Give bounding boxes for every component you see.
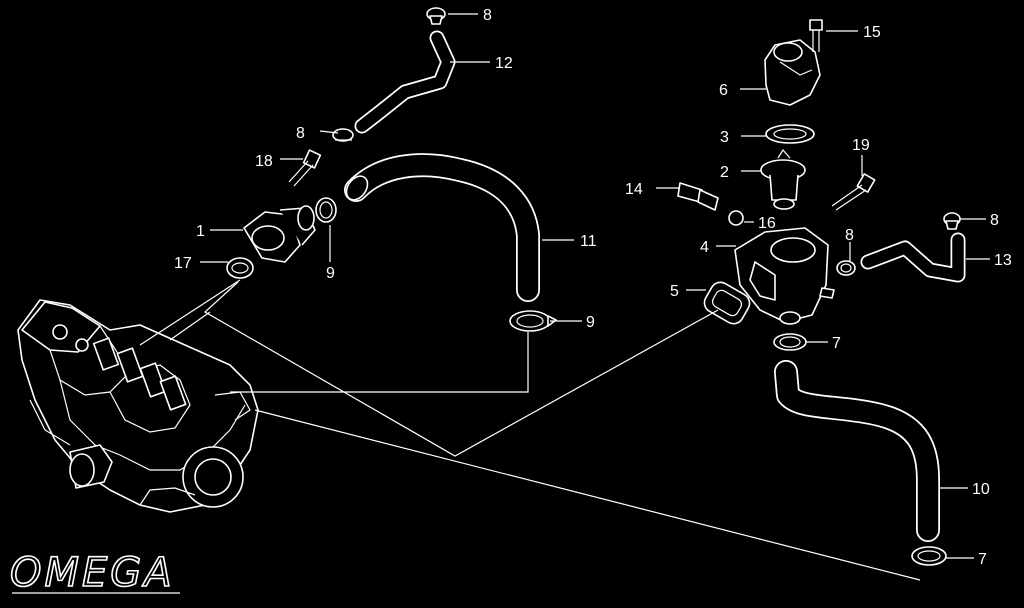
svg-text:OMEGA: OMEGA [10, 550, 175, 596]
bolt-15 [809, 19, 823, 52]
clamp-7b [911, 546, 947, 566]
hose-12 [354, 30, 456, 134]
callout-5: 5 [670, 283, 679, 300]
callout-8: 8 [845, 227, 854, 244]
callout-17: 17 [174, 255, 192, 272]
callout-16: 16 [758, 215, 776, 232]
water-outlet [243, 205, 316, 263]
o-ring-16 [728, 210, 744, 226]
callout-1: 1 [196, 223, 205, 240]
clamp-7a [773, 333, 807, 351]
hose-11 [344, 153, 540, 302]
callout-15: 15 [863, 24, 881, 41]
callout-9: 9 [586, 314, 595, 331]
clamp-8c [836, 260, 856, 276]
o-ring-3 [765, 124, 815, 144]
o-ring-17 [226, 257, 254, 279]
thermostat [760, 148, 806, 210]
engine-block [17, 299, 259, 513]
clamp-9a [315, 197, 337, 223]
thermostat-housing [734, 227, 835, 325]
callout-labels: 8 12 8 18 1 17 9 11 9 15 6 3 2 14 16 19 … [174, 7, 1012, 568]
callout-8: 8 [296, 125, 305, 142]
hose-13 [860, 232, 966, 283]
callout-12: 12 [495, 55, 513, 72]
callout-9: 9 [326, 265, 335, 282]
callout-19: 19 [852, 137, 870, 154]
callout-11: 11 [580, 233, 597, 250]
callout-18: 18 [255, 153, 273, 170]
clamp-8b [332, 128, 354, 142]
connection-lines [139, 279, 921, 581]
callout-8: 8 [483, 7, 492, 24]
clamp-9b [509, 310, 557, 332]
callout-8: 8 [990, 212, 999, 229]
callout-2: 2 [720, 164, 729, 181]
callout-10: 10 [972, 481, 990, 498]
sensor-14 [677, 182, 719, 211]
callout-13: 13 [994, 252, 1012, 269]
gasket-5 [703, 281, 751, 325]
hose-10 [774, 360, 940, 542]
callout-7: 7 [832, 335, 841, 352]
thermostat-cover [764, 39, 821, 106]
omega-logo: OMEGA [9, 549, 180, 597]
bolt-18 [288, 149, 322, 187]
callout-7: 7 [978, 551, 987, 568]
clamp-8a [426, 7, 446, 25]
clamp-8d [943, 212, 961, 230]
callout-6: 6 [719, 82, 728, 99]
callout-14: 14 [625, 181, 643, 198]
callout-3: 3 [720, 129, 729, 146]
leader-lines [200, 13, 990, 559]
callout-4: 4 [700, 239, 709, 256]
bolt-19 [831, 173, 876, 211]
